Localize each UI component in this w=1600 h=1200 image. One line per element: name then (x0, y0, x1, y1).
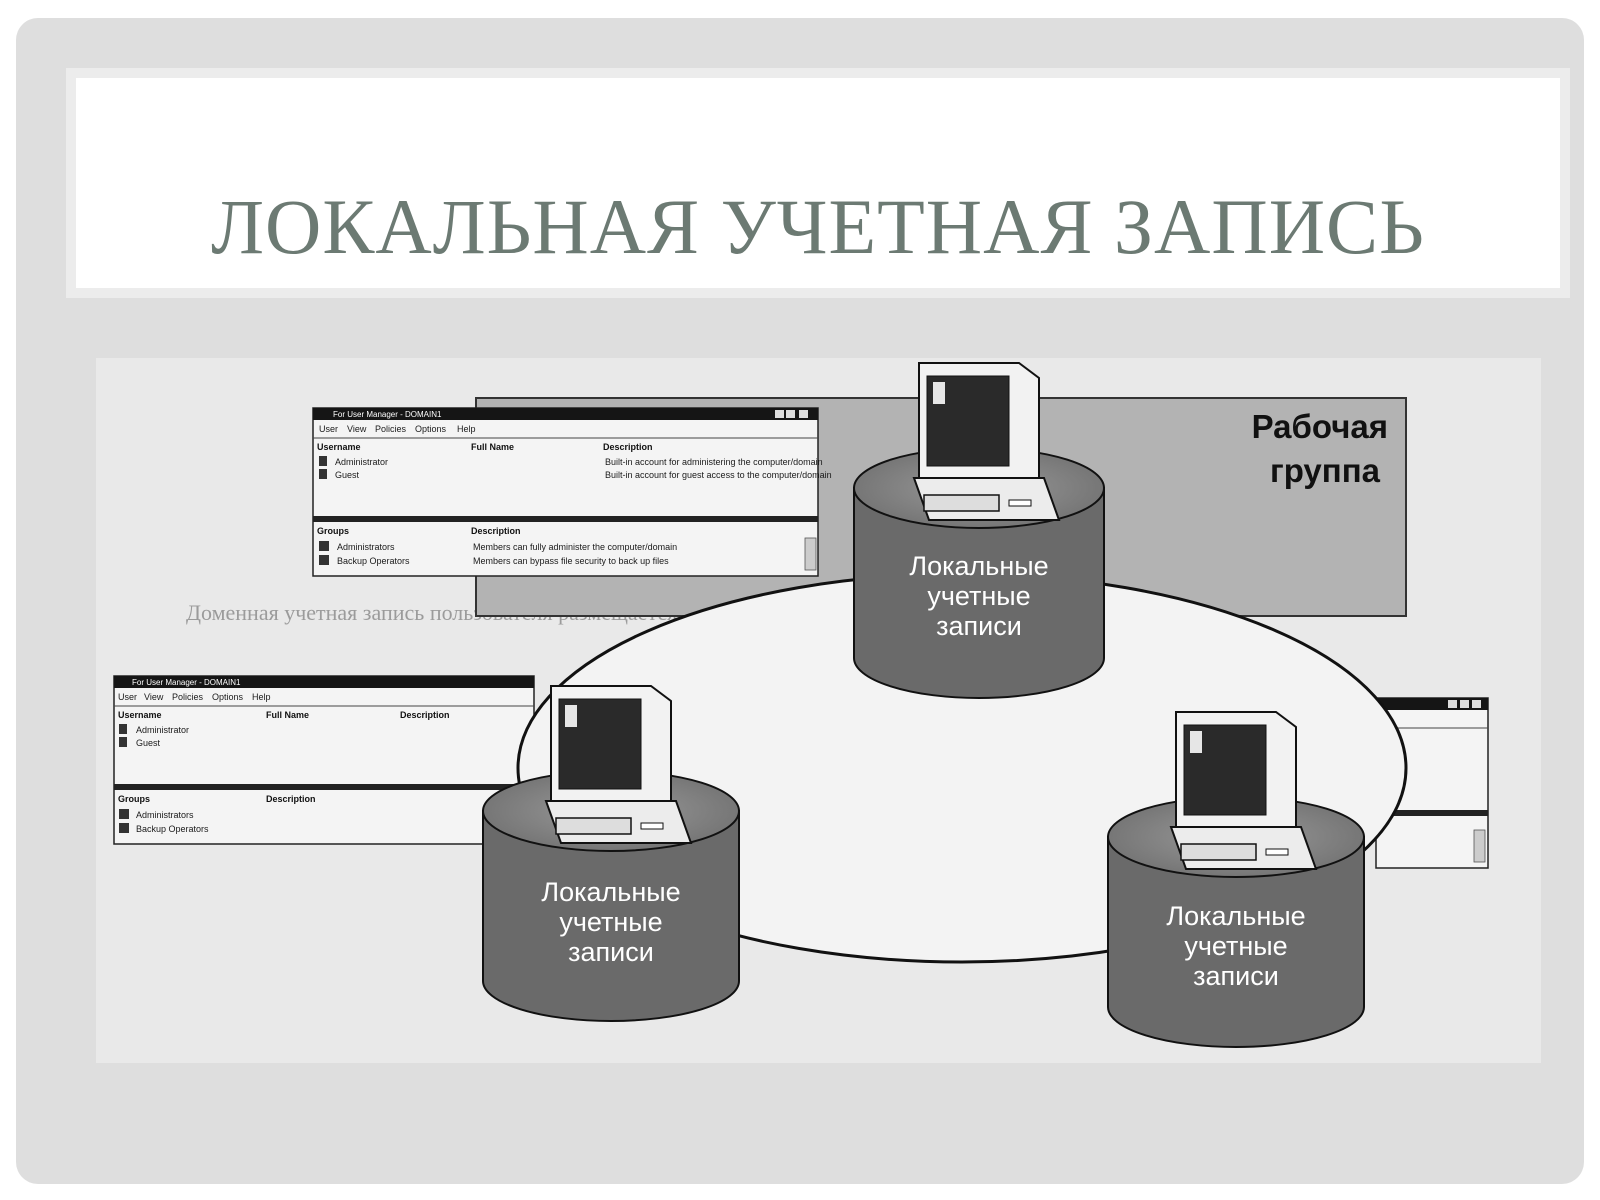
group-backup-operators: Backup Operators (136, 824, 209, 834)
node-label-line2: учетные (927, 581, 1030, 611)
col-fullname: Full Name (471, 442, 514, 452)
slide-title: ЛОКАЛЬНАЯ УЧЕТНАЯ ЗАПИСЬ (211, 183, 1425, 270)
node-label-line2: учетные (1184, 931, 1287, 961)
window-title: For User Manager - DOMAIN1 (333, 410, 442, 419)
col-username: Username (118, 710, 162, 720)
menu-help: Help (252, 692, 271, 702)
computer-node-top: Локальные учетные записи (853, 362, 1105, 699)
col-group-description: Description (266, 794, 316, 804)
menu-policies: Policies (375, 424, 407, 434)
menu-help: Help (457, 424, 476, 434)
user-administrator: Administrator (335, 457, 388, 467)
user-guest-desc: Built-in account for guest access to the… (605, 470, 832, 480)
col-description: Description (603, 442, 653, 452)
menu-user: User (319, 424, 338, 434)
node-label-line2: учетные (559, 907, 662, 937)
workgroup-label-line1: Рабочая (1252, 408, 1388, 445)
computer-node-right: Локальные учетные записи (1107, 711, 1365, 1048)
menu-options: Options (212, 692, 244, 702)
group-backup-operators: Backup Operators (337, 556, 410, 566)
node-label-line3: записи (1193, 961, 1279, 991)
col-groups: Groups (118, 794, 150, 804)
group-administrators: Administrators (337, 542, 395, 552)
col-group-description: Description (471, 526, 521, 536)
user-guest: Guest (335, 470, 360, 480)
col-description: Description (400, 710, 450, 720)
node-label-line1: Локальные (541, 877, 680, 907)
node-label-line3: записи (568, 937, 654, 967)
computer-icon (1169, 711, 1318, 870)
window-title: For User Manager - DOMAIN1 (132, 678, 241, 687)
col-fullname: Full Name (266, 710, 309, 720)
group-administrators-desc: Members can fully administer the compute… (473, 542, 677, 552)
menu-options: Options (415, 424, 447, 434)
workgroup-diagram: Доменная учетная запись пользователя раз… (96, 358, 1541, 1063)
user-administrator-desc: Built-in account for administering the c… (605, 457, 823, 467)
computer-node-left: Локальные учетные записи (482, 685, 740, 1022)
col-groups: Groups (317, 526, 349, 536)
node-label-line1: Локальные (909, 551, 1048, 581)
computer-icon (912, 362, 1061, 521)
node-label-line1: Локальные (1166, 901, 1305, 931)
user-manager-window-left: For User Manager - DOMAIN1 User View Pol… (113, 675, 535, 845)
user-manager-window-top: For User Manager - DOMAIN1 User View Pol… (312, 407, 832, 577)
col-username: Username (317, 442, 361, 452)
menu-view: View (144, 692, 164, 702)
menu-policies: Policies (172, 692, 204, 702)
workgroup-label-line2: группа (1270, 452, 1381, 489)
computer-icon (544, 685, 693, 844)
menu-view: View (347, 424, 367, 434)
user-administrator: Administrator (136, 725, 189, 735)
slide: ЛОКАЛЬНАЯ УЧЕТНАЯ ЗАПИСЬ Доменная учетна… (16, 18, 1584, 1184)
group-backup-operators-desc: Members can bypass file security to back… (473, 556, 669, 566)
user-guest: Guest (136, 738, 161, 748)
menu-user: User (118, 692, 137, 702)
group-administrators: Administrators (136, 810, 194, 820)
title-bar: ЛОКАЛЬНАЯ УЧЕТНАЯ ЗАПИСЬ (66, 68, 1570, 298)
node-label-line3: записи (936, 611, 1022, 641)
